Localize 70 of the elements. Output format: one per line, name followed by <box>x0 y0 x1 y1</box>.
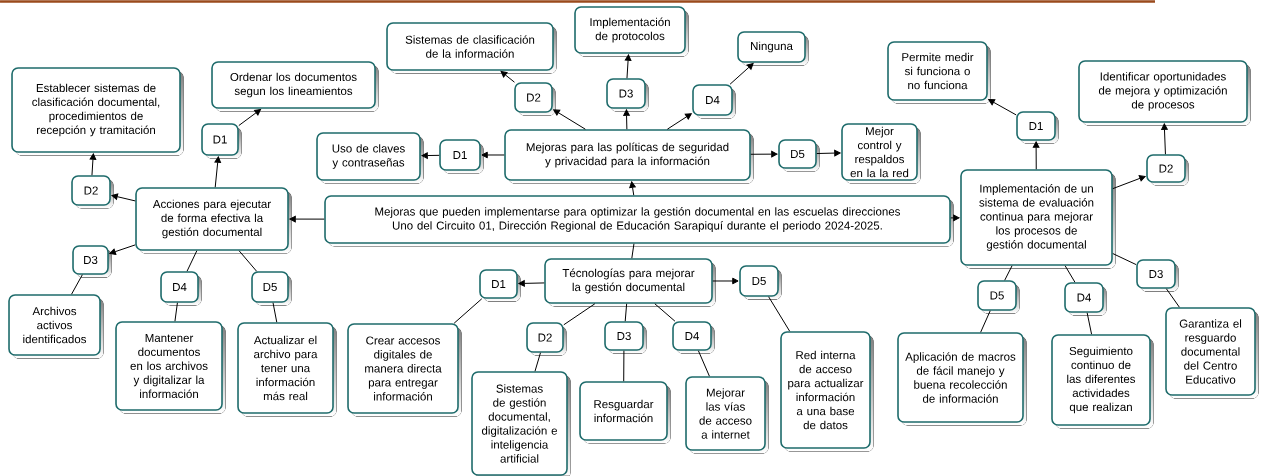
concept-box: Archivos activos identificados <box>8 294 104 359</box>
arrow <box>950 214 960 222</box>
concept-box: Red interna de acceso para actualizar información a una base de datos <box>780 331 874 452</box>
concept-box: Mejorar las vías de acceso a internet <box>685 376 769 454</box>
concept-box: Aplicación de macros de fácil manejo y buena recolección de información <box>897 332 1027 426</box>
concept-box: Garantiza el resguardo documental del Centro Educativo <box>1165 307 1259 399</box>
arrow <box>623 109 630 130</box>
arrow <box>421 152 440 159</box>
tag-box: D3 <box>606 78 649 112</box>
arrow <box>1161 123 1168 155</box>
arrow <box>238 108 262 127</box>
concept-box: Sistemas de clasificación de la información <box>386 22 557 74</box>
arrow <box>624 54 632 79</box>
arrow <box>1112 175 1146 190</box>
concept-box: Acciones para ejecutar de forma efectiva la gestión documental <box>135 187 292 254</box>
arrow <box>89 153 97 176</box>
concept-box: Seguimiento continuo de las diferentes actividades que realizan <box>1051 334 1154 429</box>
concept-box: Permite medir si funciona o no funciona <box>887 41 991 104</box>
tag-box: D2 <box>526 322 567 356</box>
tag-box: D1 <box>1016 111 1059 144</box>
tag-box: D5 <box>977 280 1020 314</box>
arrow <box>481 151 505 159</box>
tag-box: D4 <box>672 321 715 354</box>
concept-box: Implementación de un sistema de evaluación continua para mejorar los procesos de gestión documental <box>960 169 1116 269</box>
arrow <box>109 244 136 255</box>
tag-box: D3 <box>1136 259 1179 292</box>
concept-box: Uso de claves y contraseñas <box>316 132 424 184</box>
tag-box: D3 <box>72 245 112 278</box>
concept-box: Identificar oportunidades de mejora y optimización de procesos <box>1078 60 1251 126</box>
concept-box: Actualizar el archivo para tener una información más real <box>237 322 337 417</box>
concept-box: Sistemas de gestión documental, digitalización e inteligencia artificial <box>471 371 571 476</box>
tag-box: D1 <box>479 269 521 302</box>
arrow <box>1032 141 1040 170</box>
node-label: Garantiza el resguardo documental del Centro Educativo <box>1179 319 1242 384</box>
concept-box: Crear accesos digitales de manera directa para entregar información <box>347 323 462 417</box>
tag-box: D1 <box>439 139 484 174</box>
arrow <box>712 277 739 285</box>
tag-box: D1 <box>201 123 242 159</box>
arrow <box>988 99 1017 116</box>
tag-box: D2 <box>71 175 114 209</box>
tag-box: D4 <box>1064 282 1107 316</box>
concept-box: Implementación de protocolos <box>574 6 689 57</box>
tag-box: D3 <box>604 321 647 354</box>
tag-box: D4 <box>692 84 736 119</box>
arrow <box>500 71 515 83</box>
arrow <box>750 150 778 158</box>
tag-box: D5 <box>739 265 782 300</box>
concept-box: Mejor control y respaldos en la la red <box>841 123 921 184</box>
concept-box: Técnologías para mejorar la gestión documental <box>544 258 716 307</box>
arrow <box>816 149 841 157</box>
tag-box: D5 <box>778 139 820 172</box>
concept-box: Mantener documentos en los archivos y digitalizar la información <box>115 321 226 414</box>
tag-box: D2 <box>514 82 556 116</box>
tag-box: D5 <box>251 271 292 306</box>
arrow <box>553 109 586 130</box>
concept-box: Ordenar los documentos segun los lineamientos <box>211 61 379 112</box>
arrow <box>518 280 545 287</box>
arrow <box>729 63 754 85</box>
tag-box: D4 <box>160 271 202 306</box>
arrow <box>666 113 692 130</box>
concept-box: Resguardar información <box>579 381 671 444</box>
central-box: Mejoras que pueden implementarse para optimizar la gestión documental en las escuelas direcciones Uno del Circuito 01, Dirección Regional de Educación Sarapiquí durante el periodo 2024-2025. <box>324 195 954 247</box>
concept-box: Mejoras para las políticas de seguridad y privacidad para la información <box>504 129 754 184</box>
concept-box: Establecer sistemas de clasificación documental, procedimientos de recepción y tramitación <box>11 67 184 156</box>
arrow <box>214 156 221 188</box>
concept-box: Ninguna <box>737 31 809 66</box>
tag-box: D2 <box>1146 154 1189 186</box>
arrow <box>629 181 636 196</box>
arrow <box>289 215 325 223</box>
arrow <box>111 193 136 202</box>
